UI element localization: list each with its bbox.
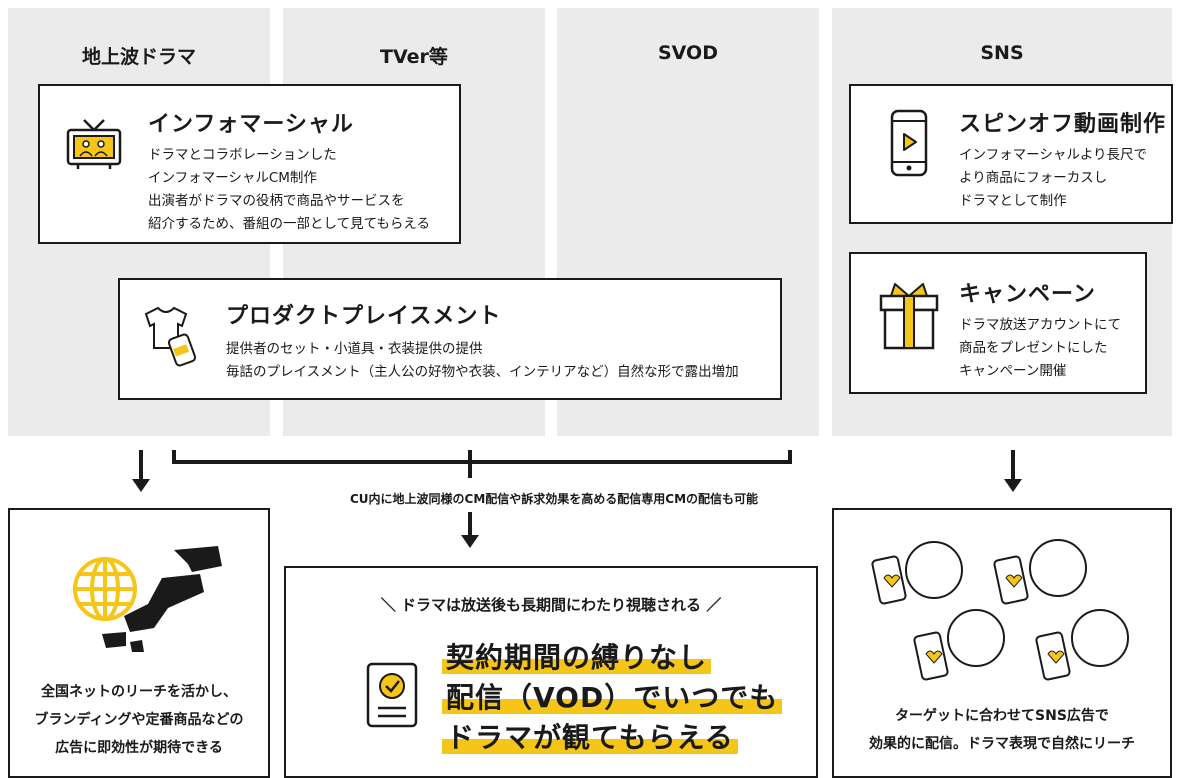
cu-note: CU内に地上波同様のCM配信や訴求効果を高める配信専用CMの配信も可能 bbox=[349, 492, 759, 506]
vod-headline-text: ドラマが観てもらえる bbox=[442, 721, 738, 754]
vod-headline-line: 配信（VOD）でいつでも bbox=[442, 678, 783, 718]
product-placement-box: プロダクトプレイスメント 提供者のセット・小道具・衣装提供の提供 毎話のプレイス… bbox=[118, 278, 782, 400]
infomercial-line: 紹介するため、番組の一部として見てもらえる bbox=[148, 216, 431, 232]
smartphone-play-icon bbox=[889, 108, 929, 182]
sns-result-line: 効果的に配信。ドラマ表現で自然にリーチ bbox=[869, 736, 1135, 752]
globe-icon bbox=[70, 554, 140, 628]
vod-headline-text: 配信（VOD）でいつでも bbox=[442, 681, 783, 714]
spinoff-line: ドラマとして制作 bbox=[959, 193, 1067, 209]
caption-slash-right: ／ bbox=[701, 596, 722, 614]
arrow-head-center bbox=[461, 535, 479, 548]
sns-result-box: ターゲットに合わせてSNS広告で 効果的に配信。ドラマ表現で自然にリーチ bbox=[832, 508, 1172, 778]
arrow-head-left bbox=[132, 479, 150, 492]
terrestrial-result-line: ブランディングや定番商品などの bbox=[34, 712, 244, 728]
gift-icon bbox=[877, 278, 941, 356]
terrestrial-result-line: 全国ネットのリーチを活かし、 bbox=[41, 684, 237, 700]
arrow-stem-center bbox=[468, 512, 472, 536]
campaign-line: 商品をプレゼントにした bbox=[959, 340, 1108, 356]
spinoff-box: スピンオフ動画制作 インフォマーシャルより長尺で より商品にフォーカスし ドラマ… bbox=[849, 84, 1173, 224]
product-placement-title: プロダクトプレイスメント bbox=[226, 304, 502, 329]
placement-line: 毎話のプレイスメント（主人公の好物や衣装、インテリアなど）自然な形で露出増加 bbox=[226, 364, 739, 380]
sns-result-text: ターゲットに合わせてSNS広告で 効果的に配信。ドラマ表現で自然にリーチ bbox=[834, 702, 1170, 758]
tv-icon bbox=[64, 116, 124, 176]
vod-result-box: ＼ ドラマは放送後も長期間にわたり視聴される ／ 契約期間の縛りなし 配信（VO… bbox=[284, 566, 818, 778]
vod-headline-text: 契約期間の縛りなし bbox=[442, 641, 712, 674]
column-header-sns: SNS bbox=[980, 42, 1024, 64]
campaign-line: ドラマ放送アカウントにて bbox=[959, 317, 1121, 333]
arrow-stem-left bbox=[139, 450, 143, 480]
infomercial-line: インフォマーシャルCM制作 bbox=[148, 170, 317, 186]
campaign-title: キャンペーン bbox=[959, 282, 1096, 307]
placement-line: 提供者のセット・小道具・衣装提供の提供 bbox=[226, 341, 483, 357]
campaign-description: ドラマ放送アカウントにて 商品をプレゼントにした キャンペーン開催 bbox=[959, 314, 1121, 383]
infomercial-box: インフォマーシャル ドラマとコラボレーションした インフォマーシャルCM制作 出… bbox=[38, 84, 461, 244]
bracket-center-stem bbox=[468, 450, 472, 478]
document-check-icon bbox=[364, 660, 420, 734]
infomercial-line: ドラマとコラボレーションした bbox=[148, 147, 337, 163]
vod-headline: 契約期間の縛りなし 配信（VOD）でいつでも ドラマが観てもらえる bbox=[442, 638, 783, 758]
terrestrial-result-text: 全国ネットのリーチを活かし、 ブランディングや定番商品などの 広告に即効性が期待… bbox=[10, 678, 268, 762]
spinoff-description: インフォマーシャルより長尺で より商品にフォーカスし ドラマとして制作 bbox=[959, 144, 1147, 213]
vod-caption-text: ドラマは放送後も長期間にわたり視聴される bbox=[400, 596, 701, 614]
column-header-terrestrial: 地上波ドラマ bbox=[81, 46, 196, 68]
bracket-left-tick bbox=[172, 450, 176, 464]
phones-faces-icon bbox=[868, 534, 1138, 688]
vod-headline-line: ドラマが観てもらえる bbox=[442, 718, 782, 758]
terrestrial-result-box: 全国ネットのリーチを活かし、 ブランディングや定番商品などの 広告に即効性が期待… bbox=[8, 508, 270, 778]
japan-map-icon bbox=[96, 544, 226, 658]
infomercial-title: インフォマーシャル bbox=[148, 112, 354, 137]
campaign-line: キャンペーン開催 bbox=[959, 363, 1067, 379]
arrow-stem-right bbox=[1011, 450, 1015, 480]
vod-headline-line: 契約期間の縛りなし bbox=[442, 638, 782, 678]
sns-result-line: ターゲットに合わせてSNS広告で bbox=[895, 708, 1109, 724]
column-header-tver: TVer等 bbox=[380, 46, 448, 68]
product-placement-description: 提供者のセット・小道具・衣装提供の提供 毎話のプレイスメント（主人公の好物や衣装… bbox=[226, 338, 739, 384]
column-header-svod: SVOD bbox=[658, 42, 718, 64]
spinoff-line: インフォマーシャルより長尺で bbox=[959, 147, 1148, 163]
arrow-head-right bbox=[1004, 479, 1022, 492]
tshirt-can-icon bbox=[138, 304, 202, 374]
bracket-right-tick bbox=[788, 450, 792, 464]
infomercial-line: 出演者がドラマの役柄で商品やサービスを bbox=[148, 193, 405, 209]
vod-caption: ＼ ドラマは放送後も長期間にわたり視聴される ／ bbox=[286, 594, 816, 615]
spinoff-line: より商品にフォーカスし bbox=[959, 170, 1108, 186]
terrestrial-result-line: 広告に即効性が期待できる bbox=[55, 740, 223, 756]
caption-slash-left: ＼ bbox=[380, 596, 401, 614]
infomercial-description: ドラマとコラボレーションした インフォマーシャルCM制作 出演者がドラマの役柄で… bbox=[148, 144, 430, 236]
spinoff-title: スピンオフ動画制作 bbox=[959, 112, 1167, 137]
bracket-horizontal bbox=[172, 460, 792, 464]
campaign-box: キャンペーン ドラマ放送アカウントにて 商品をプレゼントにした キャンペーン開催 bbox=[849, 252, 1147, 394]
